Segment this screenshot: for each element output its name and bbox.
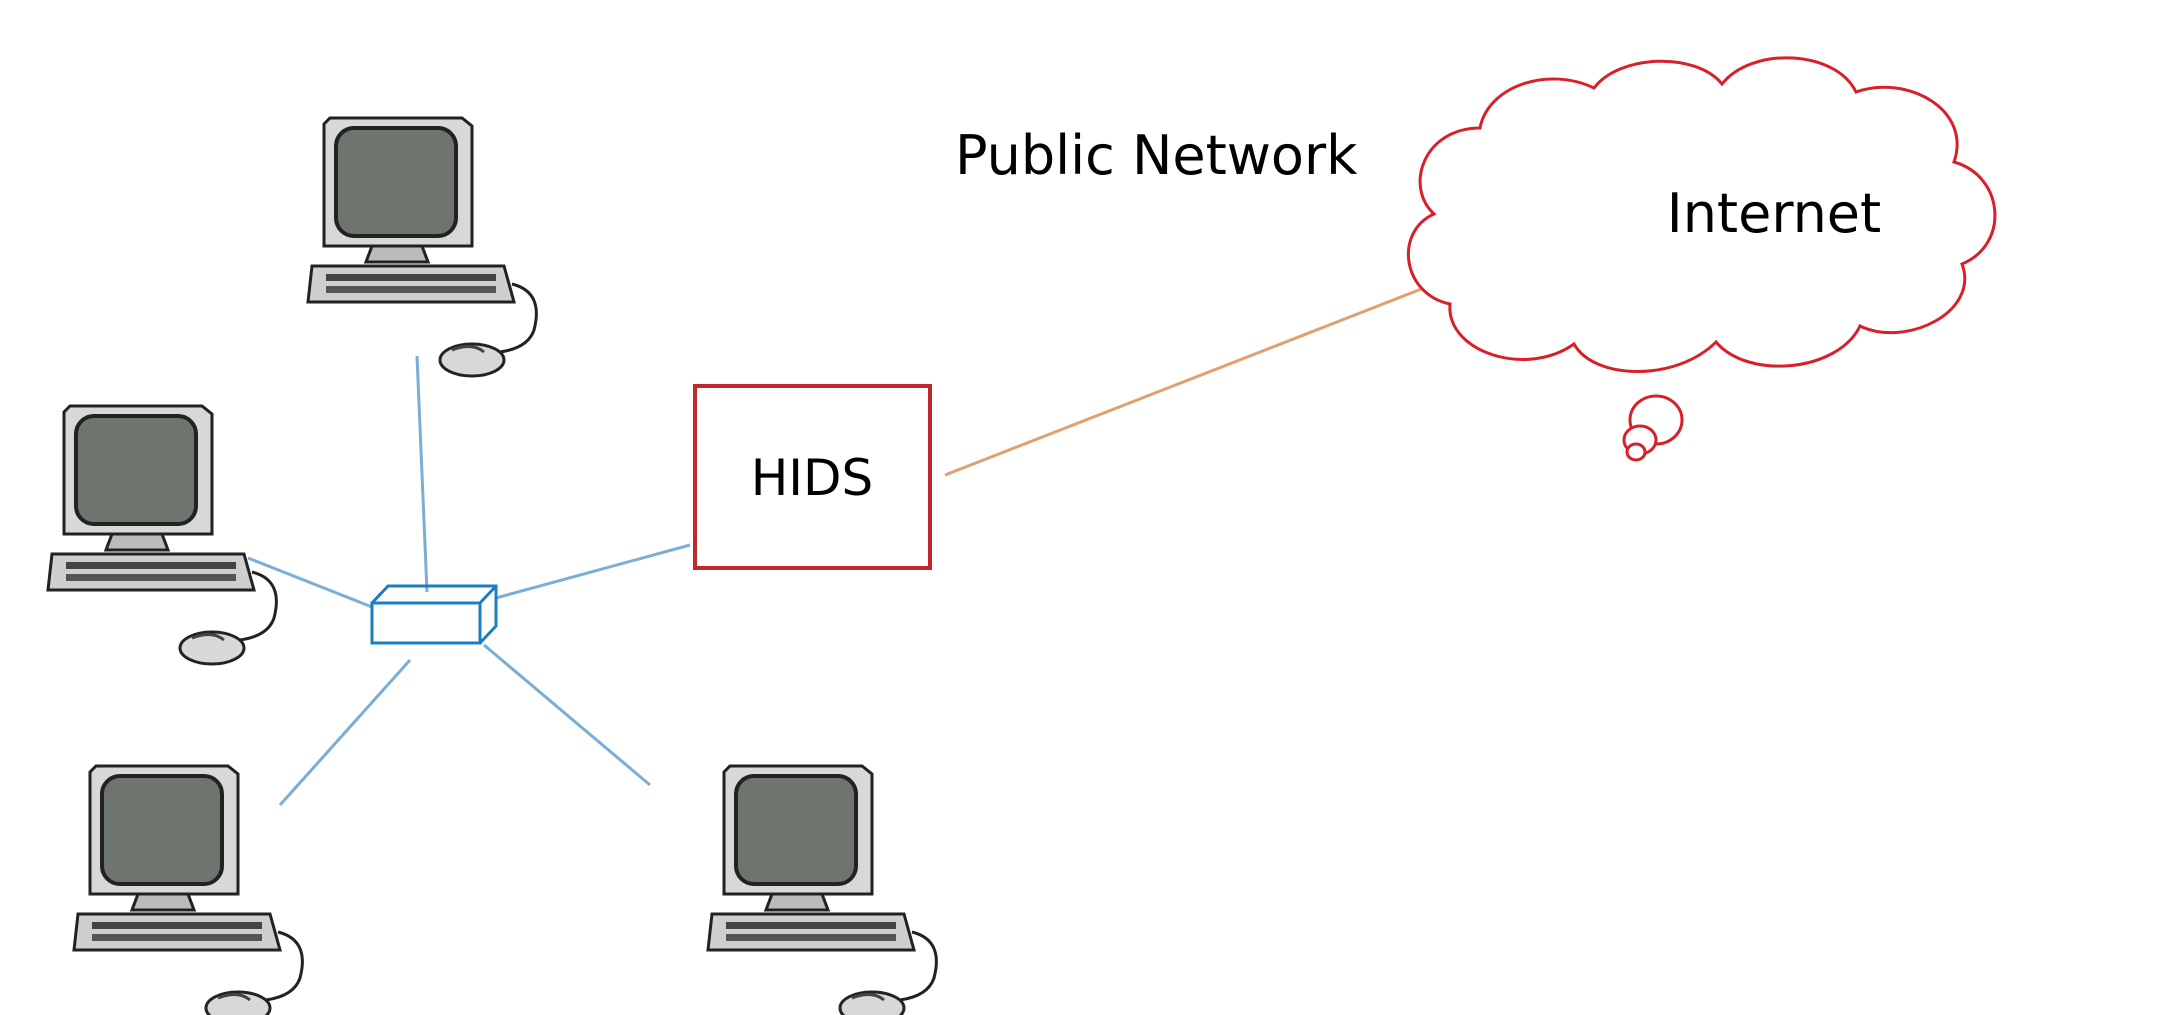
link-hids [495,543,691,600]
link-top-computer [415,355,429,593]
link-bottom-right-computer [483,643,651,787]
internet-cloud: Internet [1407,56,1997,462]
computer-icon [46,404,279,666]
computer-icon [706,764,939,1015]
hids-node: HIDS [693,384,932,570]
link-left-computer [247,556,373,609]
cloud-icon [1407,56,1997,373]
link-internet [944,286,1425,477]
public-network-label: Public Network [955,124,1358,187]
link-bottom-left-computer [278,658,412,807]
computer-icon [72,764,305,1015]
lan-links [247,355,691,807]
computer-icon [306,116,539,378]
hids-label: HIDS [751,449,874,507]
switch-icon [370,584,498,645]
internet-label: Internet [1667,182,1881,245]
